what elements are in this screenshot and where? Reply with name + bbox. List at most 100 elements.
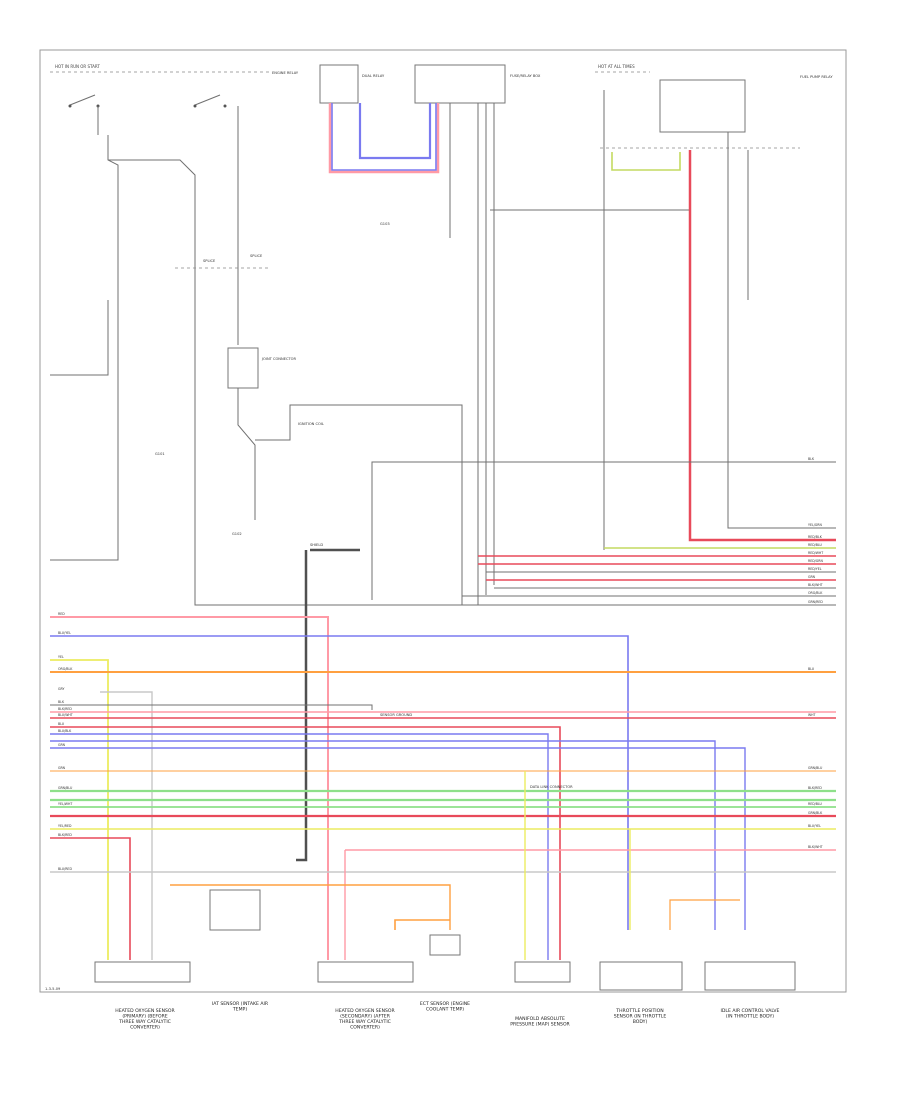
component-box-5 bbox=[514, 961, 571, 983]
right-wire-label: RED/GRN bbox=[808, 559, 823, 563]
right-wire-label: GRN bbox=[808, 575, 816, 579]
left-wire-label: YEL bbox=[58, 655, 64, 659]
component-box-7 bbox=[704, 961, 796, 991]
wire-blk-462 bbox=[371, 461, 836, 600]
right-wire-label: BLU bbox=[808, 667, 815, 671]
wire-left-2 bbox=[108, 159, 462, 606]
component-box-4 bbox=[429, 934, 461, 956]
left-wire-label: BLK bbox=[58, 700, 65, 704]
wire-gry-692 bbox=[100, 691, 153, 960]
dual-relay-label: DUAL RELAY bbox=[362, 74, 385, 78]
wire-blue-loop-a bbox=[331, 103, 437, 171]
wire-yelgrn-top bbox=[611, 152, 681, 171]
ground-label-1: G101 bbox=[155, 452, 165, 456]
fuel-pump-relay-box bbox=[659, 79, 746, 133]
right-wire-label: BLK/RED bbox=[808, 786, 822, 790]
sensor-ground-label: SENSOR GROUND bbox=[380, 713, 412, 717]
ground-label-2: G102 bbox=[232, 532, 242, 536]
right-wire-label: WHT bbox=[808, 713, 816, 717]
right-wire-label: RED/BLU bbox=[808, 802, 823, 806]
left-wire-label: BLK/RED bbox=[58, 833, 72, 837]
left-wire-label: RED bbox=[58, 612, 65, 616]
component-box-6 bbox=[599, 961, 683, 991]
right-wire-label: ORG/BLK bbox=[808, 591, 823, 595]
fuse-box-label: FUSE/RELAY BOX bbox=[510, 74, 541, 78]
wire-blu-748 bbox=[50, 747, 746, 930]
wire-blu-734 bbox=[50, 733, 549, 960]
wire-red-617 bbox=[50, 616, 329, 960]
joint-connector-label: JOINT CONNECTOR bbox=[261, 357, 296, 361]
wire-left-3 bbox=[50, 300, 109, 376]
wire-relay-right bbox=[255, 404, 463, 605]
wire-relay-down bbox=[237, 388, 256, 520]
left-wire-label: YEL/WHT bbox=[58, 802, 72, 806]
right-wire-label: RED/BLK bbox=[808, 535, 823, 539]
wire-blk-705 bbox=[50, 704, 373, 710]
wire-blu-741 bbox=[50, 740, 716, 930]
right-wire-label: YEL/GRN bbox=[808, 523, 822, 527]
shield-vertical bbox=[296, 550, 308, 862]
component-caption-7: IDLE AIR CONTROL VALVE(IN THROTTLE BODY) bbox=[721, 1008, 780, 1020]
left-wire-label: BLU/WHT bbox=[58, 713, 73, 717]
left-wire-labels: RED BLU/YEL YEL ORG/BLK GRY BLK BLK/RED BLU/WHT… bbox=[58, 612, 73, 871]
component-box-3 bbox=[317, 961, 414, 983]
right-wire-label: BLK/WHT bbox=[808, 583, 823, 587]
fuse-switch-1 bbox=[68, 94, 100, 135]
wire-yel-660 bbox=[50, 659, 109, 960]
left-wire-label: GRN bbox=[58, 743, 66, 747]
left-wire-label: BLU/YEL bbox=[58, 631, 71, 635]
left-wire-label: GRY bbox=[58, 687, 64, 691]
shield-label: SHIELD bbox=[310, 543, 323, 547]
right-wire-label: RED/YEL bbox=[808, 567, 822, 571]
wire-blu-636 bbox=[50, 635, 629, 930]
wire-tr-2 bbox=[727, 132, 836, 529]
fuel-pump-relay-label: FUEL PUMP RELAY bbox=[800, 75, 833, 79]
right-wire-label: GRN/BLK bbox=[808, 811, 823, 815]
left-wire-label: BLU/RED bbox=[58, 867, 72, 871]
wire-red-relay bbox=[688, 150, 836, 542]
left-wire-label: GRN bbox=[58, 766, 66, 770]
hot-in-run-label: HOT IN RUN OR START bbox=[55, 64, 100, 69]
wire-org-920 bbox=[394, 919, 450, 930]
wire-org-885 bbox=[170, 884, 451, 930]
footer-code: 1-3-5-09 bbox=[45, 987, 61, 991]
component-box-1 bbox=[94, 961, 191, 983]
right-wire-labels: BLK YEL/GRN RED/BLK RED/BLU RED/WHT RED/GRN RE… bbox=[808, 457, 823, 849]
ignition-coil-label: IGNITION COIL bbox=[298, 422, 324, 426]
data-link-label: DATA LINK CONNECTOR bbox=[530, 785, 573, 789]
wire-red-727 bbox=[50, 726, 561, 960]
component-box-2 bbox=[209, 889, 261, 931]
right-wire-label: BLK bbox=[808, 457, 815, 461]
wire-left-1 bbox=[50, 135, 119, 561]
hot-at-all-times-label: HOT AT ALL TIMES bbox=[598, 64, 635, 69]
wire-red-838 bbox=[50, 837, 131, 960]
dual-relay-box bbox=[319, 64, 359, 104]
right-wire-label: BLK/WHT bbox=[808, 845, 823, 849]
diagram-frame bbox=[39, 49, 847, 993]
right-wire-label: RED/WHT bbox=[808, 551, 823, 555]
fuse-switch-2 bbox=[193, 94, 239, 140]
splice-label-1: SPLICE bbox=[250, 254, 263, 258]
left-wire-label: BLU bbox=[58, 722, 65, 726]
relay-box-1 bbox=[227, 347, 259, 389]
left-wire-label: BLU/BLK bbox=[58, 729, 72, 733]
wire-blue-loop-b bbox=[358, 103, 432, 160]
left-wire-label: BLK/RED bbox=[58, 707, 72, 711]
right-wire-label: GRN/BLU bbox=[808, 766, 823, 770]
left-wire-label: ORG/BLK bbox=[58, 667, 73, 671]
splice-label-2: SPLICE bbox=[203, 259, 216, 263]
left-wire-label: GRN/BLU bbox=[58, 786, 73, 790]
wire-pink-loop bbox=[328, 103, 440, 174]
ground-label-3: G103 bbox=[380, 222, 390, 226]
engine-relay-label: ENGINE RELAY bbox=[272, 71, 299, 75]
fuse-box-block bbox=[414, 64, 506, 104]
wire-org-900 bbox=[669, 899, 740, 930]
right-wire-label: BLU/YEL bbox=[808, 824, 821, 828]
